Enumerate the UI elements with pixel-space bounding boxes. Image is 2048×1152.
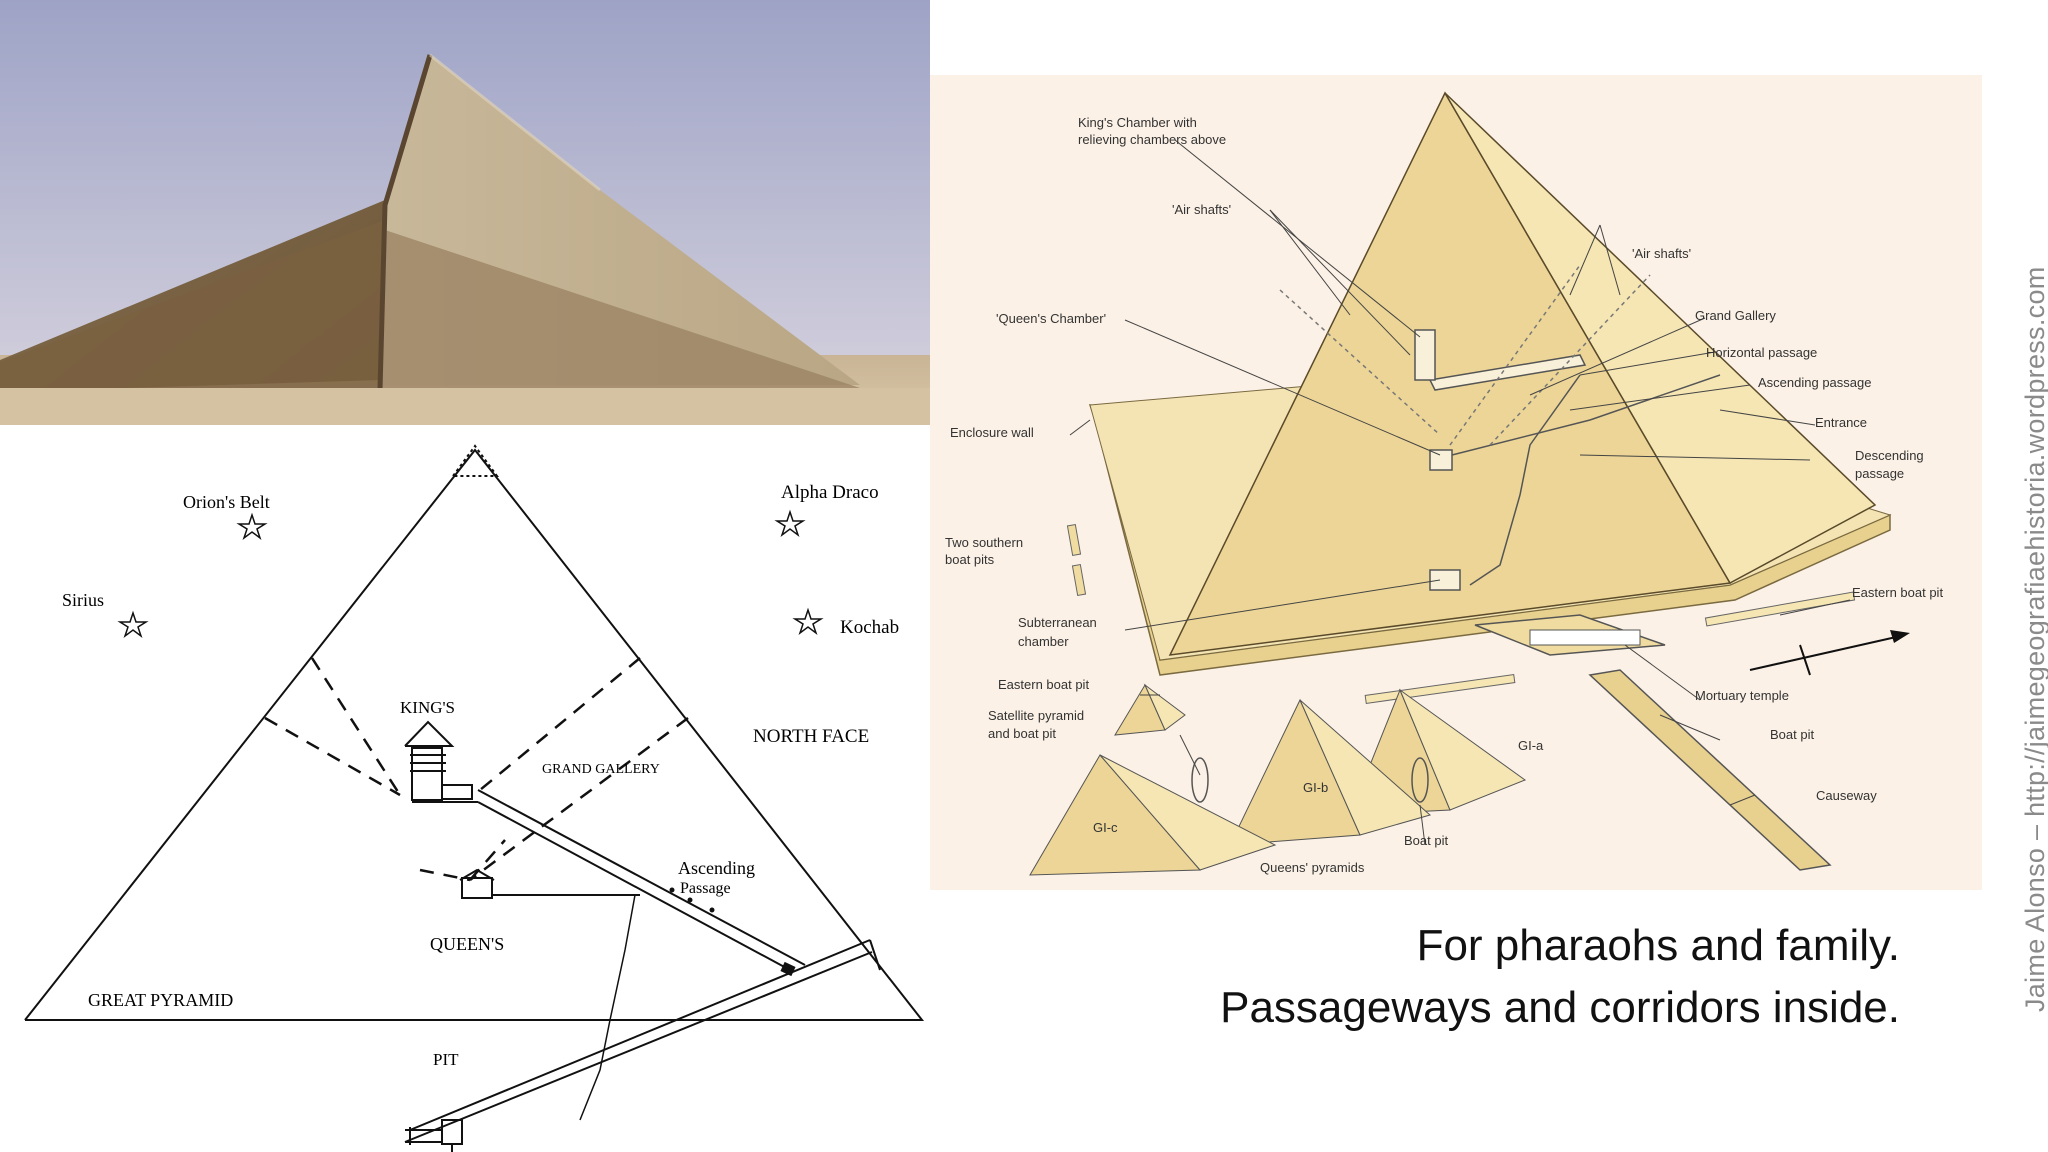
label-great-pyramid: GREAT PYRAMID [88,990,234,1010]
label-and-boat-pit: and boat pit [988,726,1056,741]
caption-line-2: Passageways and corridors inside. [1220,983,1900,1032]
label-relieving-chambers: relieving chambers above [1078,132,1227,147]
star-icon [792,607,824,636]
label-boat-pits: boat pits [945,552,995,567]
label-pit: PIT [433,1050,459,1069]
label-ascending-passage-iso: Ascending passage [1758,375,1872,390]
label-eastern-boat-pit-left: Eastern boat pit [998,677,1090,692]
label-air-shafts-right: 'Air shafts' [1632,246,1692,261]
label-grand-gallery: GRAND GALLERY [542,762,660,777]
label-boat-pit-right: Boat pit [1770,727,1815,742]
label-passage: Passage [680,880,731,897]
label-two-southern: Two southern [945,535,1024,550]
label-sirius: Sirius [62,590,105,610]
label-kings-chamber: King's Chamber with [1078,115,1197,130]
label-causeway: Causeway [1816,788,1877,803]
label-orions-belt: Orion's Belt [183,492,270,512]
label-gi-c: GI-c [1093,820,1118,835]
caption-line-1: For pharaohs and family. [1416,921,1900,970]
label-horizontal-passage: Horizontal passage [1706,345,1818,360]
label-descending: Descending [1855,448,1924,463]
label-kochab: Kochab [840,617,900,638]
label-queens-pyramids: Queens' pyramids [1260,860,1365,875]
author-credit: Jaime Alonso – http://jaimegeografiaehis… [2020,266,2048,1012]
label-alpha-draco: Alpha Draco [781,482,879,503]
label-ascending: Ascending [678,858,755,878]
label-subterranean: Subterranean [1018,615,1097,630]
label-north-face: NORTH FACE [753,726,870,747]
great-pyramid-cross-section [24,444,925,1152]
label-queens-chamber: 'Queen's Chamber' [996,311,1107,326]
star-icon [774,509,806,538]
star-icon [117,610,149,639]
label-subterranean-chamber: chamber [1018,634,1069,649]
giza-complex-isometric-diagram [930,75,1982,890]
label-eastern-boat-pit-right: Eastern boat pit [1852,585,1944,600]
label-boat-pit-bottom: Boat pit [1404,833,1449,848]
label-grand-gallery-iso: Grand Gallery [1695,308,1776,323]
label-kings: KING'S [400,698,456,717]
label-air-shafts-left: 'Air shafts' [1172,202,1232,217]
label-descending-passage: passage [1855,466,1905,481]
label-enclosure-wall: Enclosure wall [950,425,1034,440]
label-gi-b: GI-b [1303,780,1329,795]
bent-pyramid-photo [0,0,930,425]
label-queens: QUEEN'S [430,934,505,954]
label-gi-a: GI-a [1518,738,1544,753]
label-mortuary-temple: Mortuary temple [1695,688,1789,703]
label-entrance: Entrance [1815,415,1868,430]
slide-caption: For pharaohs and family. Passageways and… [1220,915,1900,1039]
label-satellite-pyramid: Satellite pyramid [988,708,1085,723]
star-icon [236,512,268,541]
star-icons [117,509,824,639]
